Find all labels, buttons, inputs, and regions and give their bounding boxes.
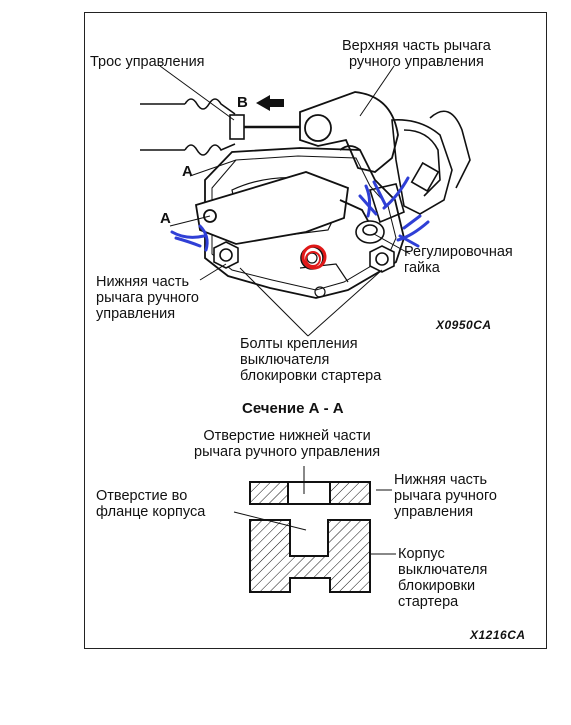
arrow-b-icon: [256, 95, 284, 111]
right-assembly: [368, 110, 471, 224]
label-adjust-nut-line2: гайка: [404, 260, 440, 276]
label-housing-line4: стартера: [398, 594, 459, 610]
label-hole-flange-line2: фланце корпуса: [96, 504, 206, 520]
label-housing-line2: выключателя: [398, 562, 488, 578]
center-bolt: [300, 244, 327, 270]
label-lower-lever-line1: Нижняя часть: [96, 274, 190, 290]
label-lower-lever-section: Нижняя часть рычага ручного управления: [394, 472, 497, 520]
label-adjust-nut-line1: Регулировочная: [404, 244, 513, 260]
label-upper-lever-line2: ручного управления: [348, 54, 484, 70]
label-letter-a-lower: A: [160, 210, 171, 227]
label-adjust-nut: Регулировочная гайка: [404, 244, 513, 276]
label-bolts: Болты крепления выключателя блокировки с…: [240, 336, 381, 384]
section-title: Сечение А - А: [242, 400, 344, 417]
leader-lines-upper: [159, 65, 411, 337]
label-lower-lever-section-line1: Нижняя часть: [394, 472, 488, 488]
section-lower-lever: [249, 481, 371, 505]
label-lower-lever: Нижняя часть рычага ручного управления: [96, 274, 199, 322]
label-bolts-line2: выключателя: [240, 352, 330, 368]
section-housing: [249, 519, 371, 593]
mount-bolts: [213, 241, 395, 273]
label-letter-b: B: [237, 94, 248, 111]
label-housing-line1: Корпус: [398, 546, 445, 562]
label-housing: Корпус выключателя блокировки стартера: [398, 546, 487, 610]
upper-lever: [299, 91, 399, 173]
lower-lever: [194, 171, 373, 245]
label-hole-flange-line1: Отверстие во: [96, 488, 188, 504]
label-housing-line3: блокировки: [398, 578, 476, 594]
label-hole-lower-line1: Отверстие нижней части: [203, 428, 371, 444]
blue-annotation-marks: [170, 176, 430, 252]
label-lower-lever-line2: рычага ручного: [96, 290, 199, 306]
label-hole-lower-line2: рычага ручного управления: [194, 444, 381, 460]
label-bolts-line3: блокировки стартера: [240, 368, 382, 384]
figure-code-bottom: X1216CA: [470, 628, 526, 642]
label-bolts-line1: Болты крепления: [240, 336, 358, 352]
label-lower-lever-section-line2: рычага ручного: [394, 488, 497, 504]
label-cable: Трос управления: [90, 54, 205, 70]
label-letter-a-upper: A: [182, 163, 193, 180]
figure-code-top: X0950CA: [436, 318, 492, 332]
figure-frame: [84, 12, 547, 649]
label-lower-lever-section-line3: управления: [394, 504, 474, 520]
label-upper-lever-line1: Верхняя часть рычага: [342, 38, 491, 54]
cable: [140, 98, 300, 156]
label-upper-lever: Верхняя часть рычага ручного управления: [342, 38, 491, 70]
label-hole-lower: Отверстие нижней части рычага ручного уп…: [194, 428, 380, 460]
leader-lines-section: [233, 466, 396, 555]
label-hole-flange: Отверстие во фланце корпуса: [96, 488, 205, 520]
label-lower-lever-line3: управления: [96, 306, 176, 322]
adjust-nut-drawing: [355, 220, 385, 244]
